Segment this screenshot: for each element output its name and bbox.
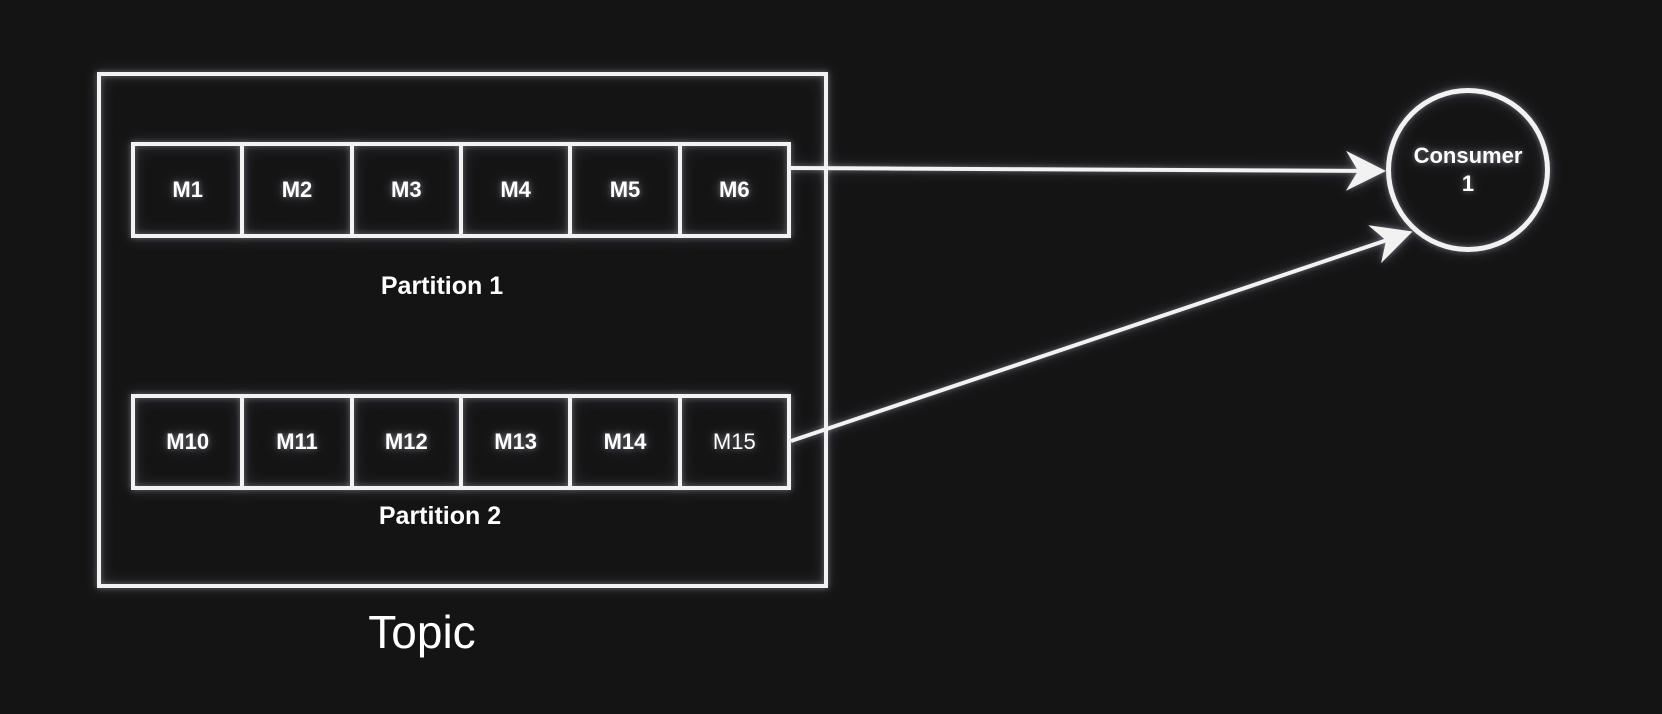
topic-container bbox=[97, 72, 828, 588]
message-cell: M15 bbox=[712, 429, 756, 454]
topic-label: Topic bbox=[368, 606, 476, 658]
message-cell: M2 bbox=[244, 146, 354, 234]
message-cell: M1 bbox=[135, 146, 245, 234]
consumer-label: Consumer 1 bbox=[1413, 143, 1523, 196]
message-cell: M10 bbox=[135, 398, 245, 486]
message-cell: M4 bbox=[463, 146, 573, 234]
message-cell: M11 bbox=[244, 398, 354, 486]
arrow-partition-1-to-consumer bbox=[790, 150, 1386, 191]
message-cell: M5 bbox=[572, 146, 682, 234]
message-cell: M6 bbox=[719, 177, 750, 202]
message-cell: M3 bbox=[354, 146, 463, 234]
message-cell: M14 bbox=[572, 398, 682, 486]
message-cell: M13 bbox=[463, 398, 573, 486]
consumer-node: Consumer 1 bbox=[1386, 88, 1550, 252]
partition-2-queue: M10 M11 M12 M13 M14 M15 bbox=[131, 394, 791, 490]
partition-1-queue: M1 M2 M3 M4 M5 M6 bbox=[131, 142, 791, 238]
message-cell: M12 bbox=[354, 398, 463, 486]
arrow-partition-2-to-consumer bbox=[790, 225, 1413, 443]
partition-1-label: Partition 1 bbox=[380, 272, 504, 300]
partition-2-label: Partition 2 bbox=[378, 502, 502, 530]
